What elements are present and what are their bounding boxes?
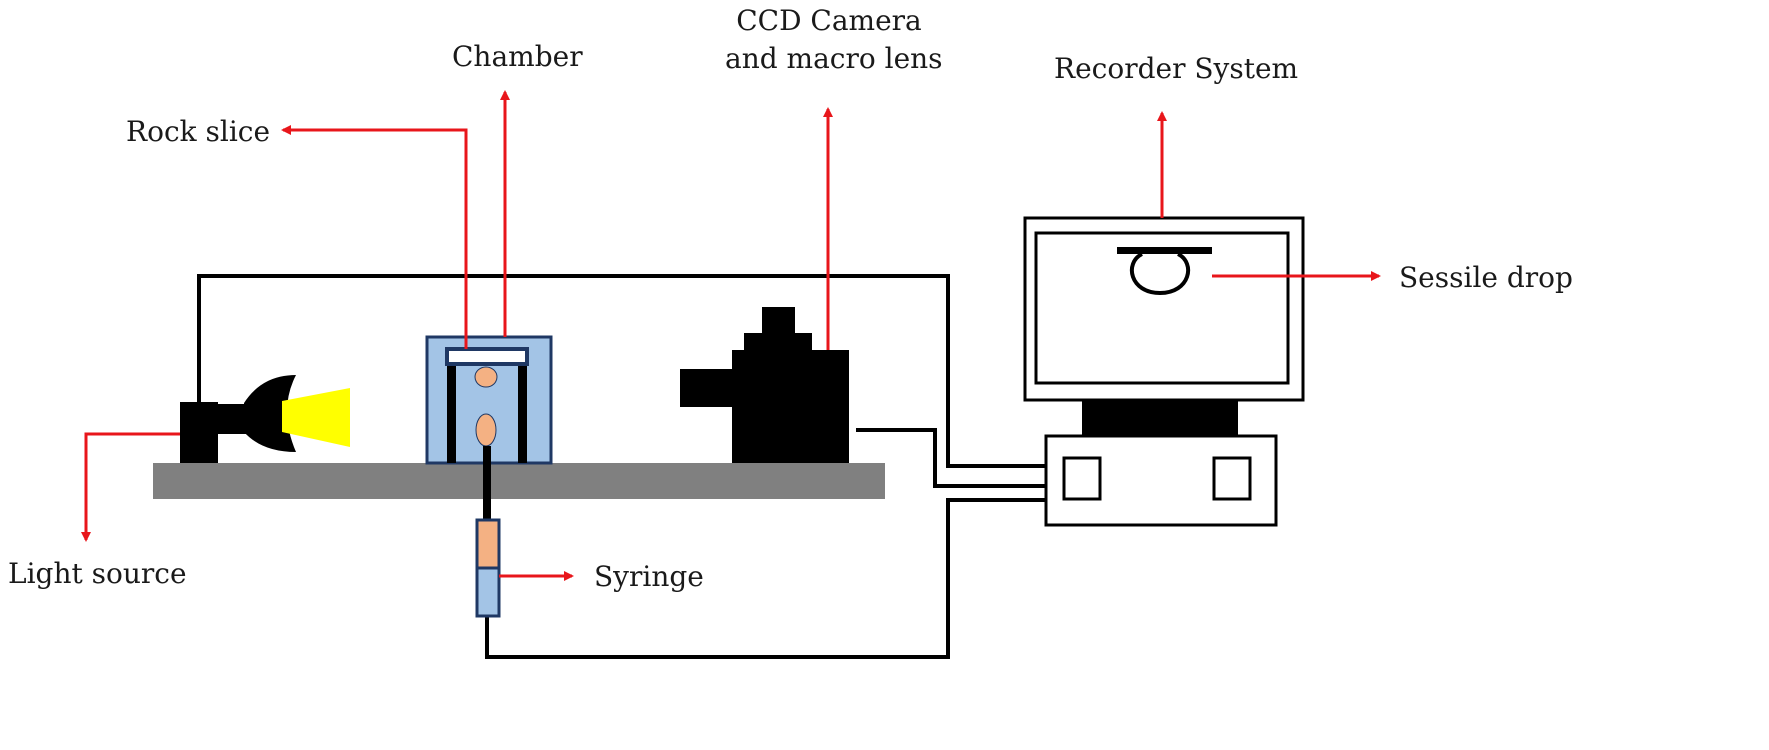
needle-droplet [475,413,497,447]
syringe-barrel-bottom [475,566,501,618]
rock-slice-arrow [281,125,468,349]
syringe [475,446,501,618]
chamber-left-rod [447,364,456,463]
label-recorder-system: Recorder System [1054,52,1299,85]
syringe-barrel-top [475,518,501,570]
light-source-base [180,402,218,463]
top-wire [197,274,1049,468]
ccd-camera [680,307,849,463]
label-ccd-camera: CCD Camera and macro lens [725,2,943,78]
wiring [197,274,1049,659]
camera-body [732,350,849,463]
label-rock-slice: Rock slice [126,115,271,148]
bench [153,463,885,499]
label-ccd-line2: and macro lens [725,42,943,75]
label-arrows [81,90,1381,581]
camera-upper [744,333,812,350]
bottom-wire [485,498,1049,659]
screen-drop-profile [1130,252,1190,296]
screen-surface-line [1117,247,1212,254]
camera-top-knob [762,307,795,333]
light-source [180,375,350,463]
label-syringe: Syringe [594,560,704,593]
label-light-source: Light source [8,557,187,590]
camera-lens [680,369,732,407]
cpu-right-slot [1212,456,1252,501]
monitor-screen [1034,231,1290,385]
recorder-system [1023,216,1305,527]
label-ccd-line1: CCD Camera [736,4,922,37]
chamber-right-rod [518,364,527,463]
light-source-arrow [81,432,180,542]
syringe-needle [483,446,491,521]
label-sessile-drop: Sessile drop [1399,261,1573,294]
camera-wire [856,428,1049,488]
cpu-left-slot [1062,456,1102,501]
sessile-droplet [474,366,498,388]
light-source-reflector [244,375,296,452]
light-beam [282,388,350,447]
label-chamber: Chamber [452,40,583,73]
monitor-stand [1082,400,1238,436]
chamber [425,335,553,465]
rock-slice [445,347,529,366]
